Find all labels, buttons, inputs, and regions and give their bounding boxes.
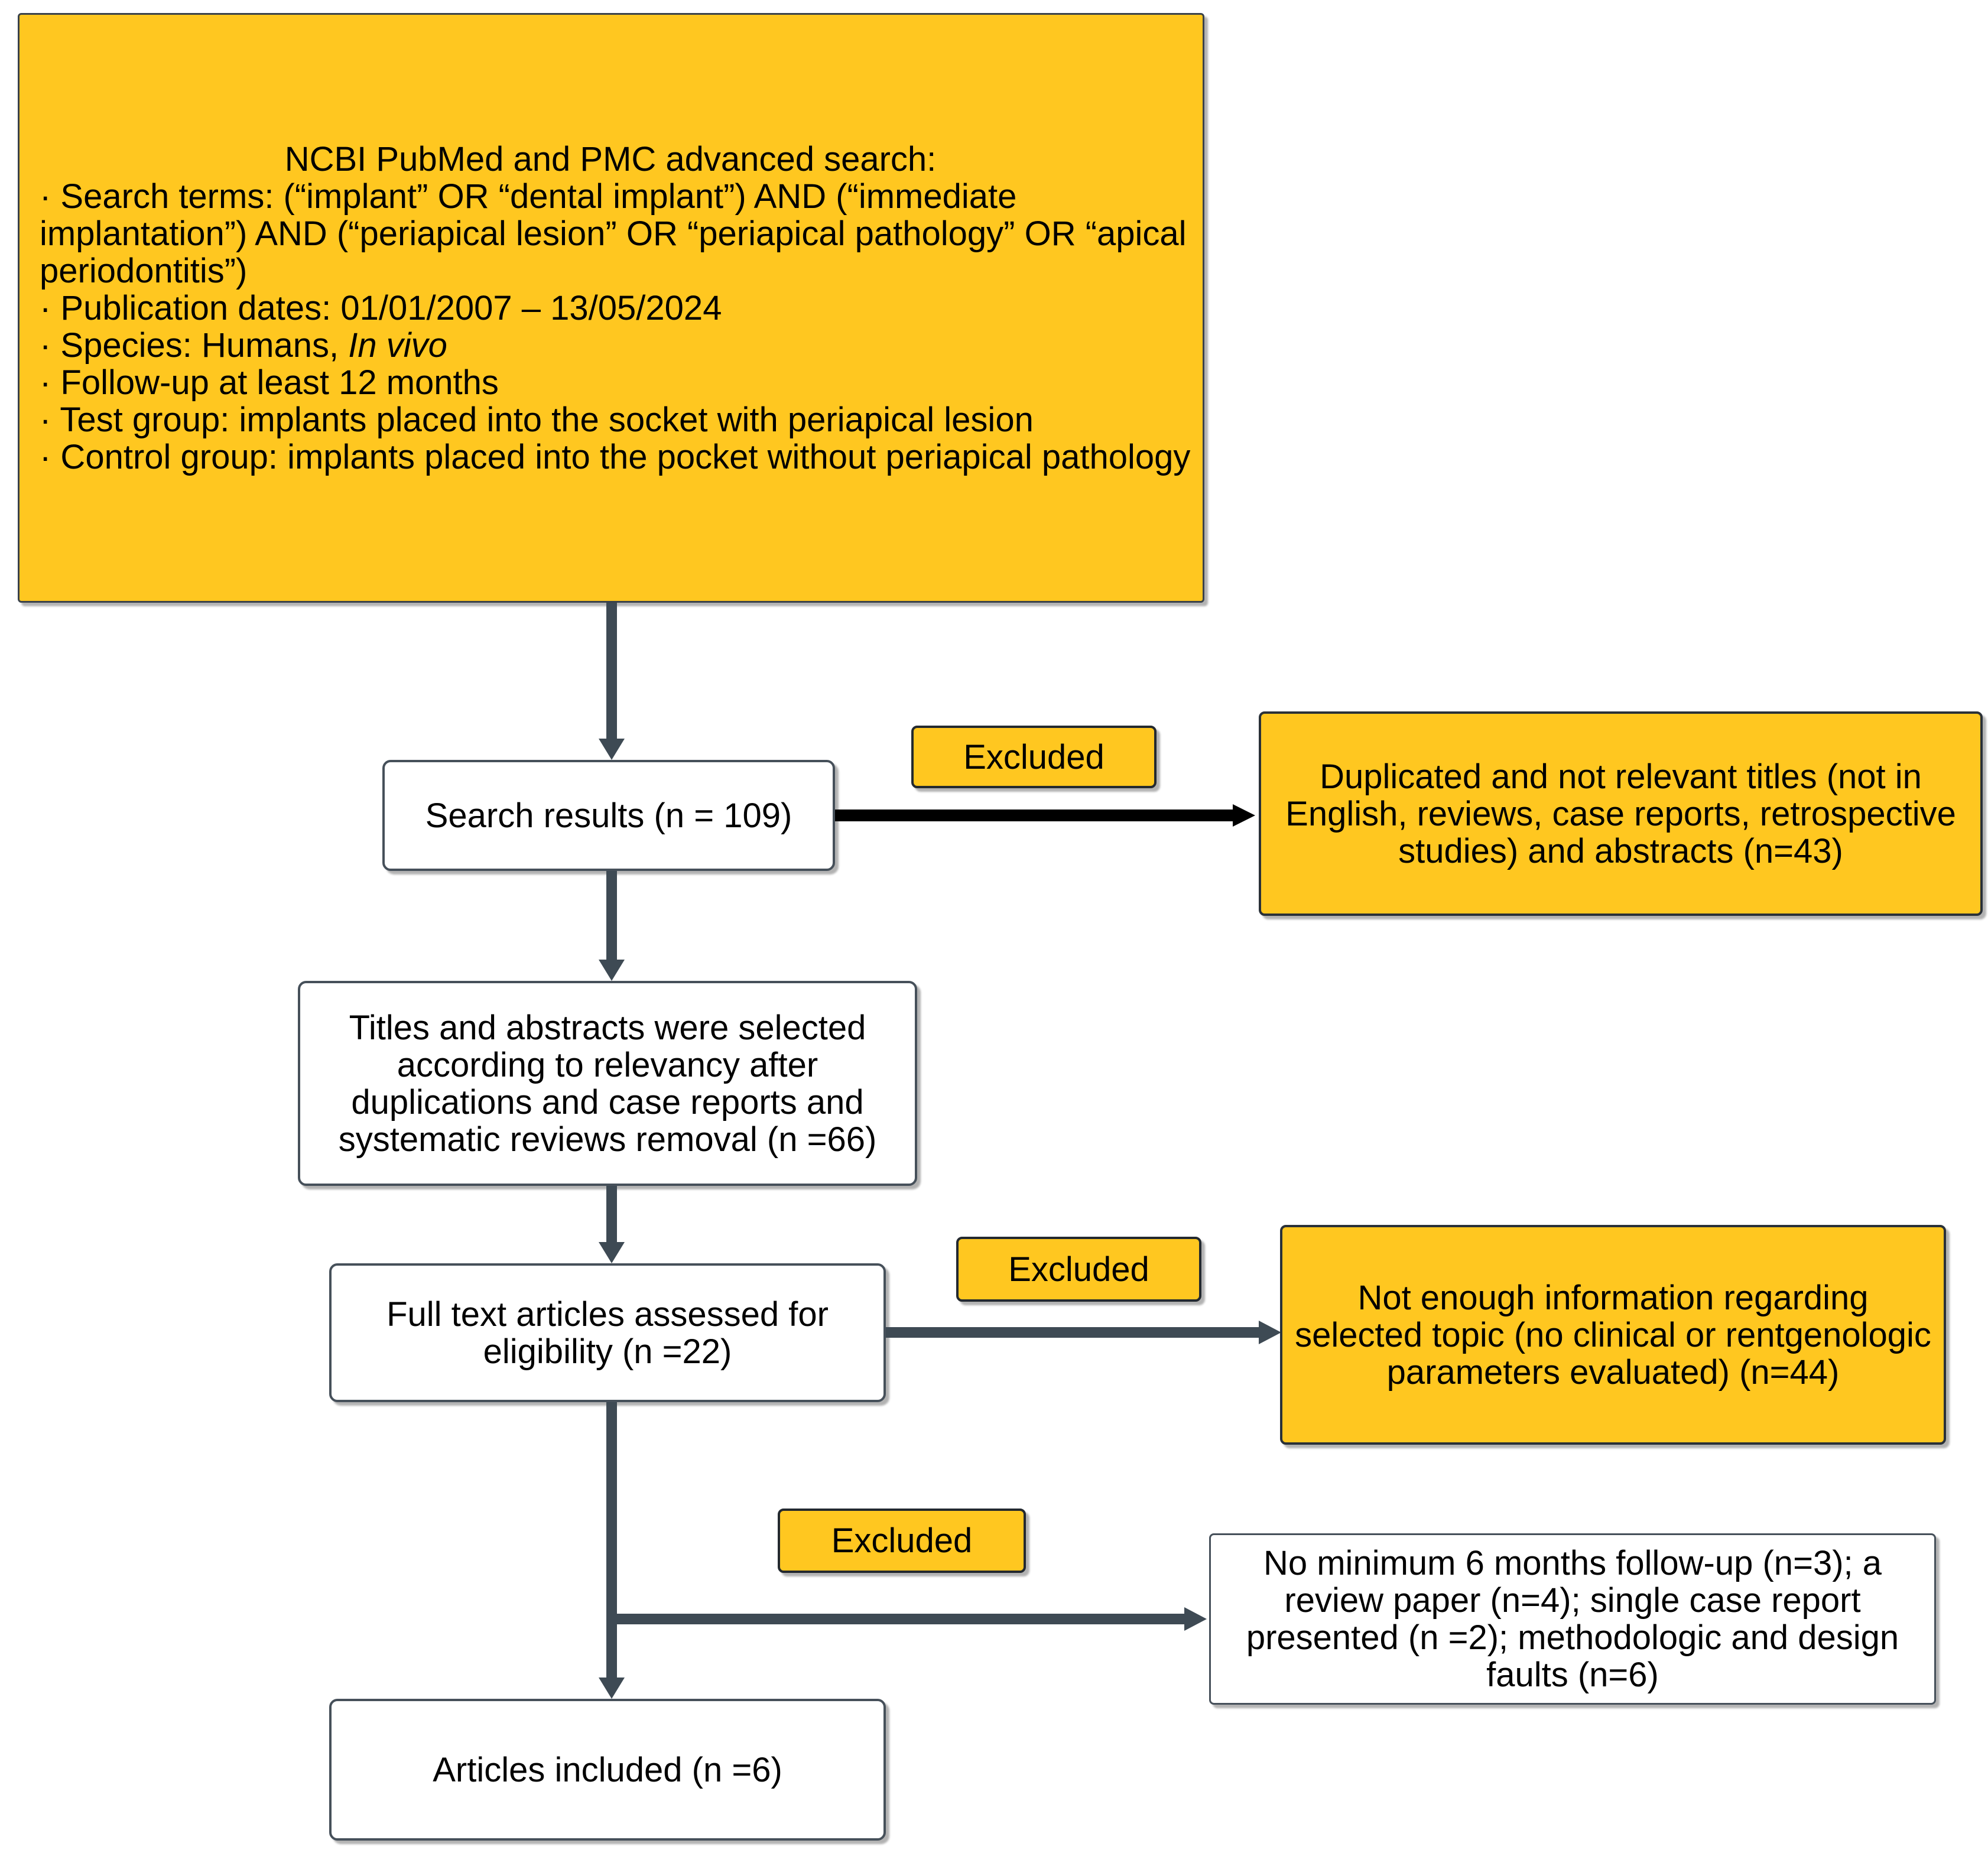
- duplicated-excluded-box: Duplicated and not relevant titles (not …: [1259, 711, 1983, 916]
- duplicated-line2: English, reviews, case reports, retrospe…: [1285, 794, 1956, 833]
- full-text-box: Full text articles assessed for eligibil…: [329, 1263, 886, 1402]
- criteria-test-group: · Test group: implants placed into the s…: [40, 400, 1034, 439]
- arrowhead-down-icon: [599, 1242, 625, 1263]
- arrow-shaft: [606, 1614, 1184, 1624]
- arrow-shaft: [606, 603, 617, 739]
- articles-included-box: Articles included (n =6): [329, 1699, 886, 1841]
- arrowhead-down-icon: [599, 1678, 625, 1699]
- arrow-shaft: [606, 1402, 617, 1678]
- titles-line4: systematic reviews removal (n =66): [338, 1120, 877, 1159]
- nominimum-line2: review paper (n=4); single case report: [1284, 1581, 1861, 1620]
- search-criteria-box: NCBI PubMed and PMC advanced search: · S…: [18, 13, 1204, 603]
- arrow-shaft: [606, 1186, 617, 1242]
- duplicated-line3: studies) and abstracts (n=43): [1398, 831, 1843, 870]
- arrow-shaft: [606, 871, 617, 960]
- excluded-badge-2: Excluded: [956, 1237, 1201, 1302]
- criteria-search-terms-line3: periodontitis”): [40, 251, 248, 290]
- arrowhead-right-icon: [1233, 804, 1255, 827]
- duplicated-line1: Duplicated and not relevant titles (not …: [1320, 757, 1922, 796]
- excluded-badge-3: Excluded: [778, 1509, 1026, 1573]
- titles-line2: according to relevancy after: [397, 1045, 818, 1084]
- notenough-line2: selected topic (no clinical or rentgenol…: [1295, 1315, 1931, 1354]
- excluded-label: Excluded: [963, 737, 1105, 776]
- criteria-followup: · Follow-up at least 12 months: [40, 363, 499, 402]
- no-minimum-box: No minimum 6 months follow-up (n=3); a r…: [1209, 1533, 1936, 1705]
- fulltext-line1: Full text articles assessed for: [386, 1295, 829, 1334]
- criteria-species-invivo: In vivo: [348, 326, 447, 365]
- arrow-shaft: [835, 810, 1233, 821]
- excluded-badge-1: Excluded: [911, 726, 1157, 788]
- not-enough-info-box: Not enough information regarding selecte…: [1280, 1225, 1946, 1445]
- arrowhead-down-icon: [599, 960, 625, 981]
- fulltext-line2: eligibility (n =22): [483, 1332, 732, 1371]
- criteria-publication-dates: · Publication dates: 01/01/2007 – 13/05/…: [40, 288, 722, 327]
- criteria-species-prefix: · Species: Humans,: [40, 326, 349, 365]
- arrowhead-down-icon: [599, 739, 625, 760]
- titles-abstracts-box: Titles and abstracts were selected accor…: [298, 981, 917, 1186]
- notenough-line1: Not enough information regarding: [1357, 1278, 1869, 1317]
- nominimum-line3: presented (n =2); methodologic and desig…: [1246, 1618, 1899, 1657]
- criteria-search-terms-line1: · Search terms: (“implant” OR “dental im…: [40, 177, 1017, 216]
- search-results-label: Search results (n = 109): [425, 796, 792, 835]
- nominimum-line1: No minimum 6 months follow-up (n=3); a: [1263, 1544, 1882, 1582]
- arrowhead-right-icon: [1259, 1321, 1281, 1344]
- search-results-box: Search results (n = 109): [382, 760, 835, 871]
- criteria-title: NCBI PubMed and PMC advanced search:: [284, 139, 937, 178]
- criteria-search-terms-line2: implantation”) AND (“periapical lesion” …: [40, 214, 1187, 253]
- arrow-shaft: [886, 1327, 1259, 1338]
- arrowhead-right-icon: [1184, 1607, 1207, 1631]
- titles-line3: duplications and case reports and: [351, 1082, 864, 1121]
- excluded-label: Excluded: [831, 1522, 973, 1560]
- excluded-label: Excluded: [1008, 1250, 1149, 1289]
- criteria-species: · Species: Humans, In vivo: [40, 327, 447, 364]
- criteria-control-group: · Control group: implants placed into th…: [40, 437, 1191, 476]
- notenough-line3: parameters evaluated) (n=44): [1386, 1353, 1840, 1392]
- articles-included-label: Articles included (n =6): [433, 1750, 782, 1789]
- titles-line1: Titles and abstracts were selected: [349, 1008, 866, 1047]
- nominimum-line4: faults (n=6): [1486, 1656, 1659, 1694]
